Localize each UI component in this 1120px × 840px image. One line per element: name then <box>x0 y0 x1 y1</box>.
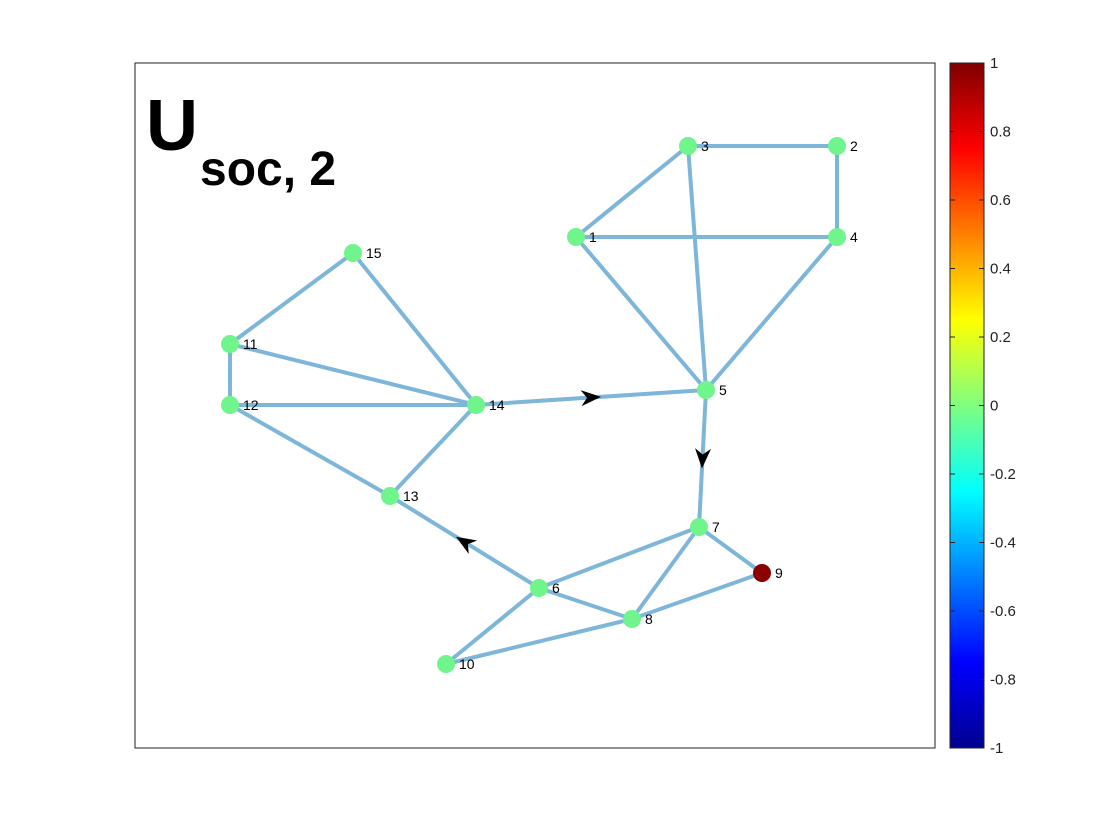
edge-10-8 <box>444 617 634 666</box>
graph-edges <box>228 144 839 666</box>
edge-15-14 <box>351 251 478 407</box>
node-10 <box>437 655 455 673</box>
arrow-5-7 <box>695 448 711 469</box>
node-label-9: 9 <box>775 565 783 581</box>
edge-1-3 <box>574 144 690 239</box>
edge-6-8 <box>537 586 634 621</box>
colorbar-tick-label: 0 <box>990 398 998 415</box>
node-label-11: 11 <box>243 336 258 352</box>
colorbar <box>949 62 985 749</box>
edge-3-5 <box>686 144 708 392</box>
arrow-6-13 <box>455 536 478 555</box>
edge-7-9 <box>697 525 764 575</box>
node-2 <box>828 137 846 155</box>
colorbar-tick-label: 0.4 <box>990 261 1011 278</box>
node-label-4: 4 <box>850 229 858 245</box>
colorbar-ticks: 1 0.8 0.6 0.4 0.2 0 -0.2 -0.4 -0.6 -0.8 -1 <box>950 55 1016 757</box>
edge-1-5 <box>574 235 708 392</box>
node-label-15: 15 <box>366 245 382 261</box>
colorbar-tick-label: 1 <box>990 55 998 72</box>
node-14 <box>467 396 485 414</box>
colorbar-tick-label: 0.6 <box>990 192 1011 209</box>
colorbar-tick-label: -1 <box>990 740 1003 757</box>
node-label-14: 14 <box>489 397 505 413</box>
edge-4-5 <box>704 235 839 392</box>
graph-arrows <box>455 390 711 555</box>
node-label-2: 2 <box>850 138 858 154</box>
node-label-13: 13 <box>403 488 419 504</box>
edge-11-14 <box>228 342 478 407</box>
title-subscript: soc, 2 <box>200 143 336 196</box>
node-15 <box>344 244 362 262</box>
colorbar-tick-label: -0.4 <box>990 535 1016 552</box>
node-4 <box>828 228 846 246</box>
node-label-1: 1 <box>589 229 597 245</box>
node-13 <box>381 487 399 505</box>
colorbar-tick-label: -0.8 <box>990 672 1016 689</box>
node-8 <box>623 610 641 628</box>
node-label-5: 5 <box>719 382 727 398</box>
node-label-8: 8 <box>645 611 653 627</box>
edge-8-9 <box>630 571 764 621</box>
node-1 <box>567 228 585 246</box>
node-7 <box>690 518 708 536</box>
colorbar-tick-label: -0.2 <box>990 466 1016 483</box>
edge-7-6 <box>537 525 701 590</box>
edge-11-15 <box>228 251 355 346</box>
node-12 <box>221 396 239 414</box>
plot-title: U soc, 2 <box>146 86 336 196</box>
edge-6-10 <box>444 586 541 666</box>
arrow-14-5 <box>580 390 601 407</box>
colorbar-tick-label: 0.8 <box>990 124 1011 141</box>
node-5 <box>697 381 715 399</box>
colorbar-tick-label: 0.2 <box>990 329 1011 346</box>
node-label-6: 6 <box>552 580 560 596</box>
edge-13-12 <box>228 403 392 498</box>
node-9 <box>753 564 771 582</box>
colorbar-tick-label: -0.6 <box>990 603 1016 620</box>
node-label-10: 10 <box>459 656 475 672</box>
node-label-3: 3 <box>701 138 709 154</box>
node-11 <box>221 335 239 353</box>
edge-13-14 <box>388 403 478 498</box>
edge-7-8 <box>630 525 701 621</box>
node-6 <box>530 579 548 597</box>
node-label-7: 7 <box>712 519 720 535</box>
node-3 <box>679 137 697 155</box>
node-label-12: 12 <box>243 397 259 413</box>
title-main: U <box>146 86 198 166</box>
